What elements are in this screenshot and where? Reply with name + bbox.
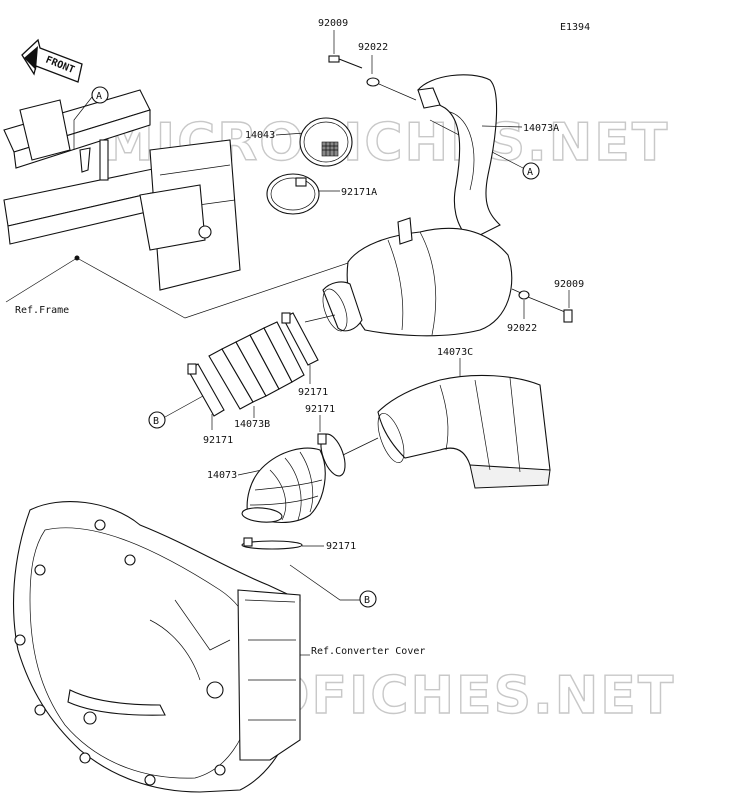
pn-duct-b: 14073B (234, 419, 270, 430)
callout-a-left (91, 86, 109, 104)
duct-14073a (417, 74, 501, 241)
frame-assembly (3, 89, 241, 291)
ref-frame-label: Ref.Frame (15, 305, 69, 316)
pn-clamp-a: 92171A (341, 187, 377, 198)
pn-bolt-right: 92009 (554, 279, 584, 290)
duct-14073c (377, 374, 551, 489)
bolt-top-icon (328, 55, 363, 69)
air-box (322, 217, 513, 337)
pn-boot: 14073 (207, 470, 237, 481)
pn-duct-a: 14073A (523, 123, 559, 134)
pn-washer-top: 92022 (358, 42, 388, 53)
clamp-left (187, 363, 225, 417)
clamp-mid (281, 312, 319, 366)
bellows-14073b (208, 321, 305, 410)
pn-clamp-left: 92171 (203, 435, 233, 446)
front-arrow-icon: FRONT (21, 38, 83, 83)
clamp-92171a (266, 173, 320, 215)
pn-bolt-top: 92009 (318, 18, 348, 29)
pn-washer-right: 92022 (507, 323, 537, 334)
pn-screen: 14043 (245, 130, 275, 141)
bolt-right-icon (563, 309, 573, 323)
callout-b-lower-label: B (364, 595, 370, 606)
washer-right-icon (518, 290, 530, 300)
pn-clamp-upper: 92171 (305, 404, 335, 415)
ref-converter-cover-label: Ref.Converter Cover (311, 646, 425, 657)
diagram-code: E1394 (560, 22, 590, 33)
pn-clamp-mid: 92171 (298, 387, 328, 398)
boot-14073 (241, 447, 326, 523)
callout-b-upper-label: B (153, 416, 159, 427)
clamp-lower (241, 537, 303, 550)
pn-duct-c: 14073C (437, 347, 473, 358)
washer-top-icon (366, 77, 380, 87)
callout-b-upper (148, 411, 166, 429)
converter-cover (13, 501, 301, 793)
callout-a-right-label: A (527, 167, 533, 178)
pn-clamp-lower: 92171 (326, 541, 356, 552)
air-screen (299, 117, 353, 167)
callout-b-lower (359, 590, 377, 608)
callout-a-left-label: A (96, 91, 102, 102)
callout-a-right (522, 162, 540, 180)
